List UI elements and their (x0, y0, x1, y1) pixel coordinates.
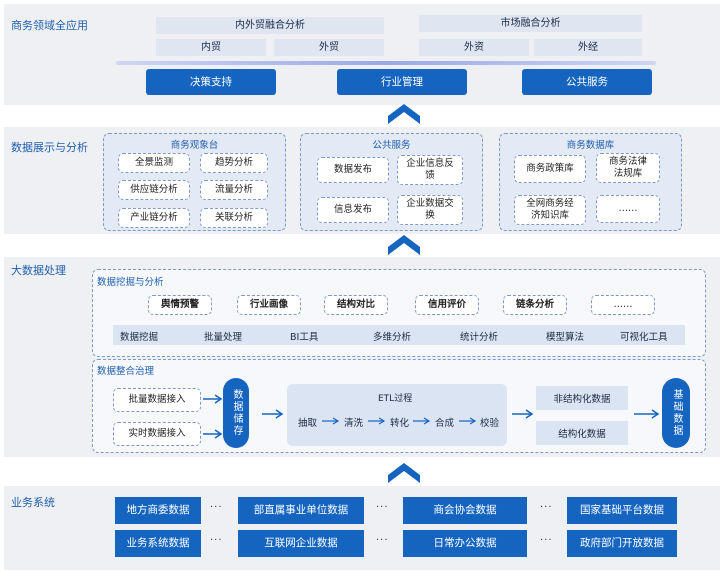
output-data: 结构化数据 (536, 421, 628, 445)
ellipsis: ··· (540, 535, 553, 546)
tool-item: 统计分析 (460, 332, 499, 343)
business-source[interactable]: 政府部门开放数据 (567, 530, 677, 557)
tools-bar (113, 325, 685, 345)
tool-item: 批量处理 (204, 332, 243, 343)
mining-tag[interactable]: 链条分析 (503, 295, 567, 315)
tool-item: BI工具 (290, 332, 319, 343)
ellipsis: ··· (540, 502, 553, 513)
group-item: 外贸 (274, 39, 384, 56)
business-source[interactable]: 地方商委数据 (115, 497, 201, 524)
business-source[interactable]: 日常办公数据 (403, 530, 527, 557)
layer-title-display: 数据展示与分析 (11, 141, 88, 154)
etl-box (287, 384, 507, 446)
business-source[interactable]: 商会协会数据 (403, 497, 527, 524)
panel-item[interactable]: 企业数据交换 (397, 195, 463, 225)
up-arrow-icon (388, 463, 420, 483)
etl-title: ETL过程 (378, 394, 413, 404)
base-data-node: 基础数据 (662, 378, 690, 448)
panel-item[interactable]: 流量分析 (200, 180, 268, 200)
panel-title: 商务观象台 (170, 140, 219, 151)
layer-title-business: 业务系统 (11, 496, 55, 509)
storage-label: 数据储存 (231, 389, 242, 437)
business-source[interactable]: 互联网企业数据 (238, 530, 364, 557)
panel-title: 公共服务 (372, 140, 411, 151)
panel-item[interactable]: …… (596, 195, 660, 223)
output-data: 非结构化数据 (536, 386, 628, 410)
etl-step: 校验 (480, 418, 500, 429)
ellipsis: ··· (376, 502, 389, 513)
up-arrow-icon (388, 235, 420, 255)
storage-node: 数据储存 (223, 378, 249, 448)
group-item: 外资 (419, 39, 529, 56)
base-data-label: 基础数据 (671, 389, 682, 437)
arrow-right-icon (368, 417, 386, 425)
group-header: 内外贸融合分析 (156, 17, 384, 34)
input-source[interactable]: 批量数据接入 (113, 388, 201, 412)
mining-tag[interactable]: …… (591, 295, 655, 315)
arrow-right-icon (459, 417, 477, 425)
business-source[interactable]: 部直属事业单位数据 (238, 497, 364, 524)
ellipsis: ··· (376, 535, 389, 546)
tool-item: 可视化工具 (620, 332, 668, 343)
arrow-right-icon (634, 409, 660, 419)
industry-management-button[interactable]: 行业管理 (337, 69, 467, 95)
up-arrow-icon (388, 104, 420, 124)
mining-tag[interactable]: 信用评价 (415, 295, 479, 315)
mining-tag[interactable]: 舆情预警 (148, 295, 212, 315)
panel-item[interactable]: 全网商务经济知识库 (514, 195, 586, 225)
arrow-right-icon (262, 409, 284, 419)
group-item: 外经 (534, 39, 642, 56)
layer-title-bigdata: 大数据处理 (11, 264, 66, 277)
etl-step: 转化 (390, 418, 410, 429)
business-source[interactable]: 业务系统数据 (115, 530, 201, 557)
panel-item[interactable]: 商务政策库 (514, 155, 586, 183)
panel-item[interactable]: 供应链分析 (118, 180, 190, 200)
panel-item[interactable]: 全景监测 (118, 153, 190, 173)
public-service-button[interactable]: 公共服务 (522, 69, 652, 95)
ellipsis: ··· (210, 502, 223, 513)
business-source[interactable]: 国家基础平台数据 (567, 497, 677, 524)
mining-title: 数据挖掘与分析 (97, 277, 164, 288)
panel-item[interactable]: 趋势分析 (200, 153, 268, 173)
decision-support-button[interactable]: 决策支持 (146, 69, 276, 95)
panel-item[interactable]: 商务法律法规库 (596, 153, 660, 183)
arrow-right-icon (203, 429, 223, 439)
group-header: 市场融合分析 (419, 15, 642, 32)
arrow-right-icon (413, 417, 431, 425)
mining-tag[interactable]: 结构对比 (324, 295, 388, 315)
etl-step: 清洗 (344, 418, 364, 429)
arrow-right-icon (322, 417, 340, 425)
governance-title: 数据整合治理 (97, 366, 155, 377)
input-source[interactable]: 实时数据接入 (113, 422, 201, 446)
panel-item[interactable]: 企业信息反馈 (397, 155, 463, 185)
layer-title-application: 商务领域全应用 (11, 19, 88, 32)
arrow-right-icon (203, 394, 223, 404)
arrow-right-icon (512, 409, 534, 419)
panel-item[interactable]: 数据发布 (317, 157, 389, 183)
panel-item[interactable]: 产业链分析 (118, 208, 190, 228)
ellipsis: ··· (210, 535, 223, 546)
etl-step: 抽取 (298, 418, 318, 429)
panel-title: 商务数据库 (566, 140, 615, 151)
divider-bar (116, 61, 656, 65)
mining-tag[interactable]: 行业画像 (237, 295, 301, 315)
tool-item: 模型算法 (546, 332, 585, 343)
tool-item: 多维分析 (373, 332, 412, 343)
group-item: 内贸 (156, 39, 266, 56)
panel-item[interactable]: 关联分析 (200, 208, 268, 228)
panel-item[interactable]: 信息发布 (317, 197, 389, 223)
etl-step: 合成 (435, 418, 455, 429)
tool-item: 数据挖掘 (120, 332, 159, 343)
